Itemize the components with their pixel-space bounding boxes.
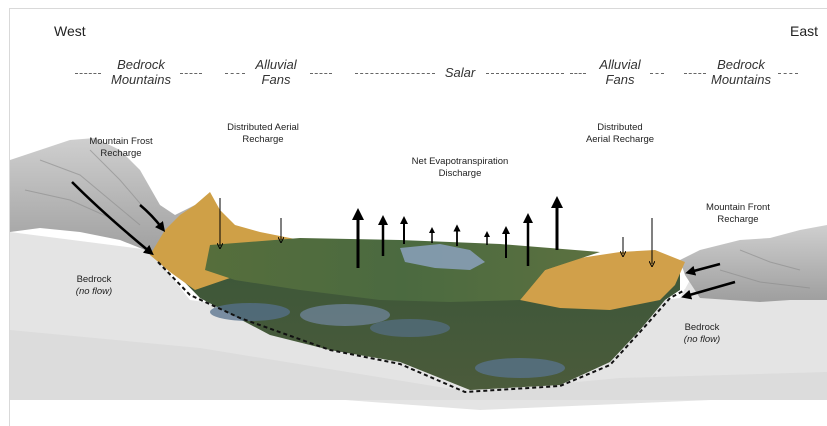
region-alluvial-fans-left: Alluvial Fans (248, 57, 304, 87)
surface-brine-pool (400, 244, 485, 270)
region-line: Alluvial (255, 57, 297, 72)
note-line: Mountain Frost (89, 136, 153, 147)
note-net-evapotranspiration: Net Evapotranspiration Discharge (400, 156, 520, 180)
right-alluvial-fan (520, 250, 685, 310)
region-line: Mountains (111, 72, 171, 87)
brine-lens-1 (210, 303, 290, 321)
left-alluvial-fan (150, 192, 300, 290)
region-line: Fans (605, 72, 635, 87)
mountain-recharge-arrow-right-2 (681, 280, 736, 300)
note-bedrock-right: Bedrock (no flow) (672, 322, 732, 346)
header-dash (570, 73, 586, 74)
header-dash (486, 73, 564, 74)
east-label: East (790, 23, 819, 39)
mountain-recharge-arrow-left-1 (71, 181, 154, 256)
header-dash (778, 73, 798, 74)
note-distributed-aerial-right: Distributed Aerial Recharge (576, 122, 664, 146)
note-line: Bedrock (684, 322, 720, 333)
note-line: Discharge (438, 168, 482, 179)
region-salar: Salar (444, 65, 476, 80)
salar-surface (205, 238, 600, 302)
header-dash (650, 73, 664, 74)
west-label: West (54, 23, 86, 39)
note-mountain-front-right: Mountain Front Recharge (693, 202, 783, 226)
region-alluvial-fans-right: Alluvial Fans (592, 57, 648, 87)
note-distributed-aerial-left: Distributed Aerial Recharge (213, 122, 313, 146)
note-sub: (no flow) (75, 286, 113, 297)
region-line: Bedrock (117, 57, 165, 72)
note-line: Net Evapotranspiration (411, 156, 509, 167)
header-dash (75, 73, 101, 74)
note-line: Distributed Aerial (227, 122, 299, 133)
header-dash (684, 73, 706, 74)
note-line: Recharge (242, 134, 284, 145)
note-line: Mountain Front (706, 202, 770, 213)
region-line: Bedrock (717, 57, 765, 72)
note-sub: (no flow) (683, 334, 721, 345)
region-line: Mountains (711, 72, 771, 87)
left-border (9, 8, 10, 426)
header-dash (355, 73, 435, 74)
note-mountain-front-left: Mountain Frost Recharge (80, 136, 162, 160)
right-mountains (680, 225, 827, 302)
basin-boundary (157, 261, 686, 394)
bedrock-block-lower (10, 330, 827, 400)
mountain-recharge-arrow-left-2 (139, 204, 166, 232)
region-line: Fans (261, 72, 291, 87)
note-line: Recharge (100, 148, 142, 159)
note-line: Distributed (597, 122, 643, 133)
brine-lens-4 (475, 358, 565, 378)
brine-lens-3 (370, 319, 450, 337)
region-bedrock-mountains-left: Bedrock Mountains (108, 57, 174, 87)
header-dash (180, 73, 202, 74)
note-line: Bedrock (76, 274, 112, 285)
note-bedrock-left: Bedrock (no flow) (64, 274, 124, 298)
region-line: Alluvial (599, 57, 641, 72)
note-line: Aerial Recharge (585, 134, 655, 145)
header-dash (310, 73, 332, 74)
note-line: Recharge (717, 214, 759, 225)
brine-lens-2 (300, 304, 390, 326)
mountain-recharge-arrow-right-1 (685, 262, 721, 276)
header-dash (225, 73, 245, 74)
region-bedrock-mountains-right: Bedrock Mountains (708, 57, 774, 87)
top-border (10, 8, 827, 9)
